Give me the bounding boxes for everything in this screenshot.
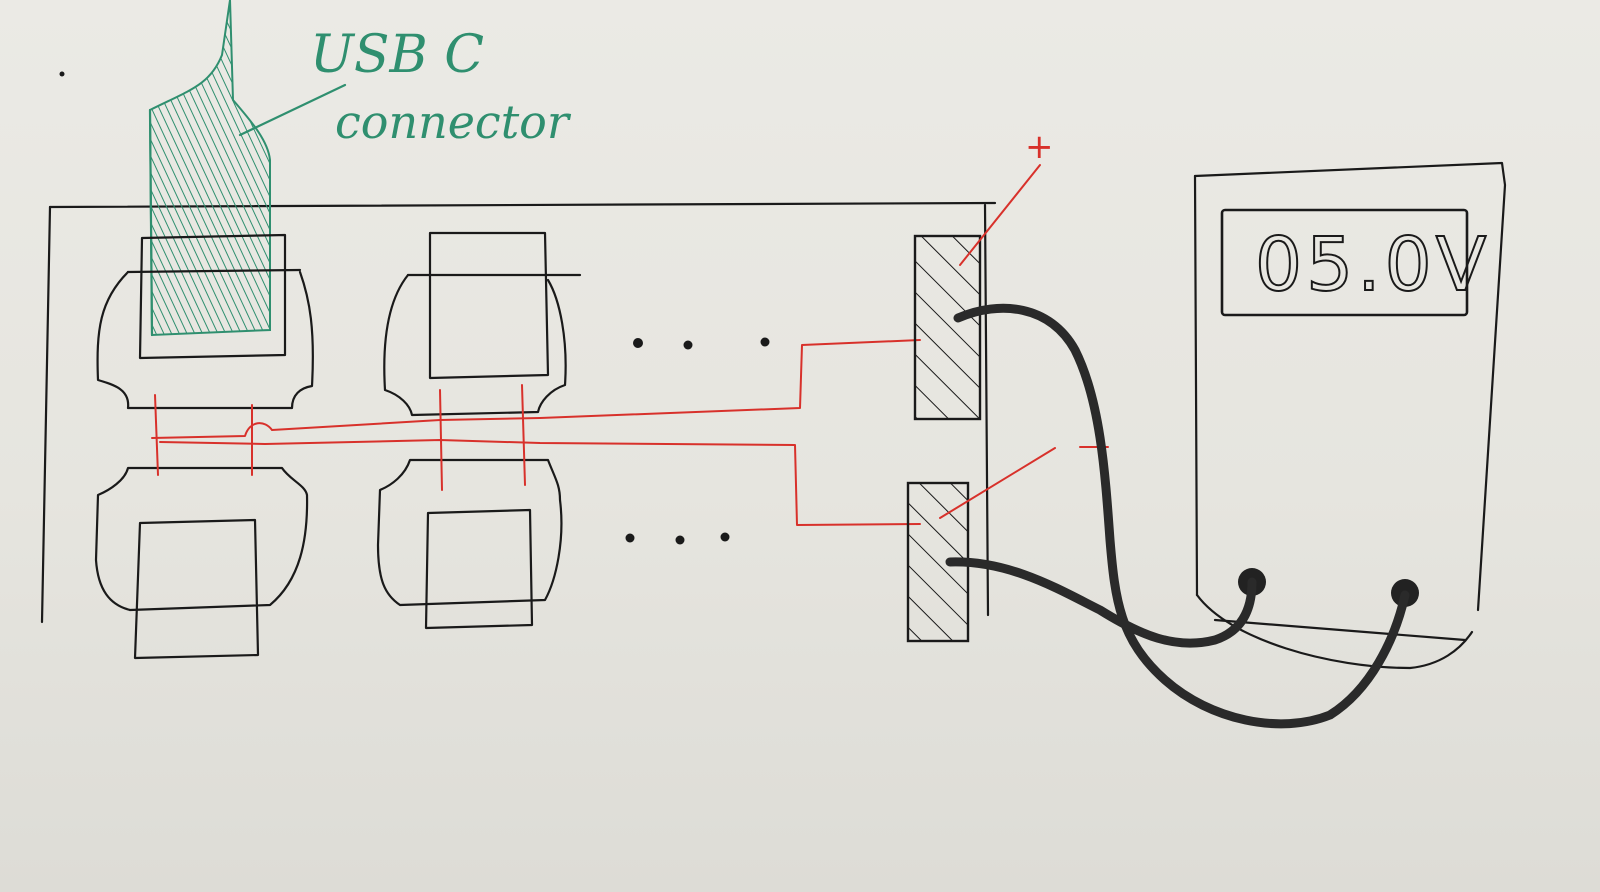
usb-leader-line — [238, 83, 347, 137]
probe-lead-negative — [945, 557, 1257, 648]
usb-label-line2: connector — [335, 95, 572, 149]
usb-label: USB C connector — [238, 25, 572, 149]
ellipsis-upper — [633, 337, 770, 350]
port-top-middle — [383, 231, 582, 417]
multimeter-reading: 05.0V — [1255, 222, 1490, 308]
port-top-left — [96, 233, 314, 410]
port-bottom-middle — [376, 458, 563, 630]
red-trace-top — [151, 339, 921, 491]
port-bottom-left — [94, 466, 309, 660]
usb-label-line1: USB C — [310, 25, 484, 85]
red-trace-bottom — [159, 439, 921, 526]
stray-dot — [59, 71, 65, 77]
multimeter: 05.0V — [1193, 161, 1507, 670]
multimeter-display — [1220, 208, 1469, 317]
probe-lead-positive — [953, 303, 1410, 729]
pad-positive — [913, 234, 982, 421]
usb-c-connector — [148, 0, 271, 337]
ellipsis-lower — [625, 532, 730, 545]
polarity-plus: + — [959, 127, 1054, 266]
plus-sign: + — [1025, 127, 1054, 167]
